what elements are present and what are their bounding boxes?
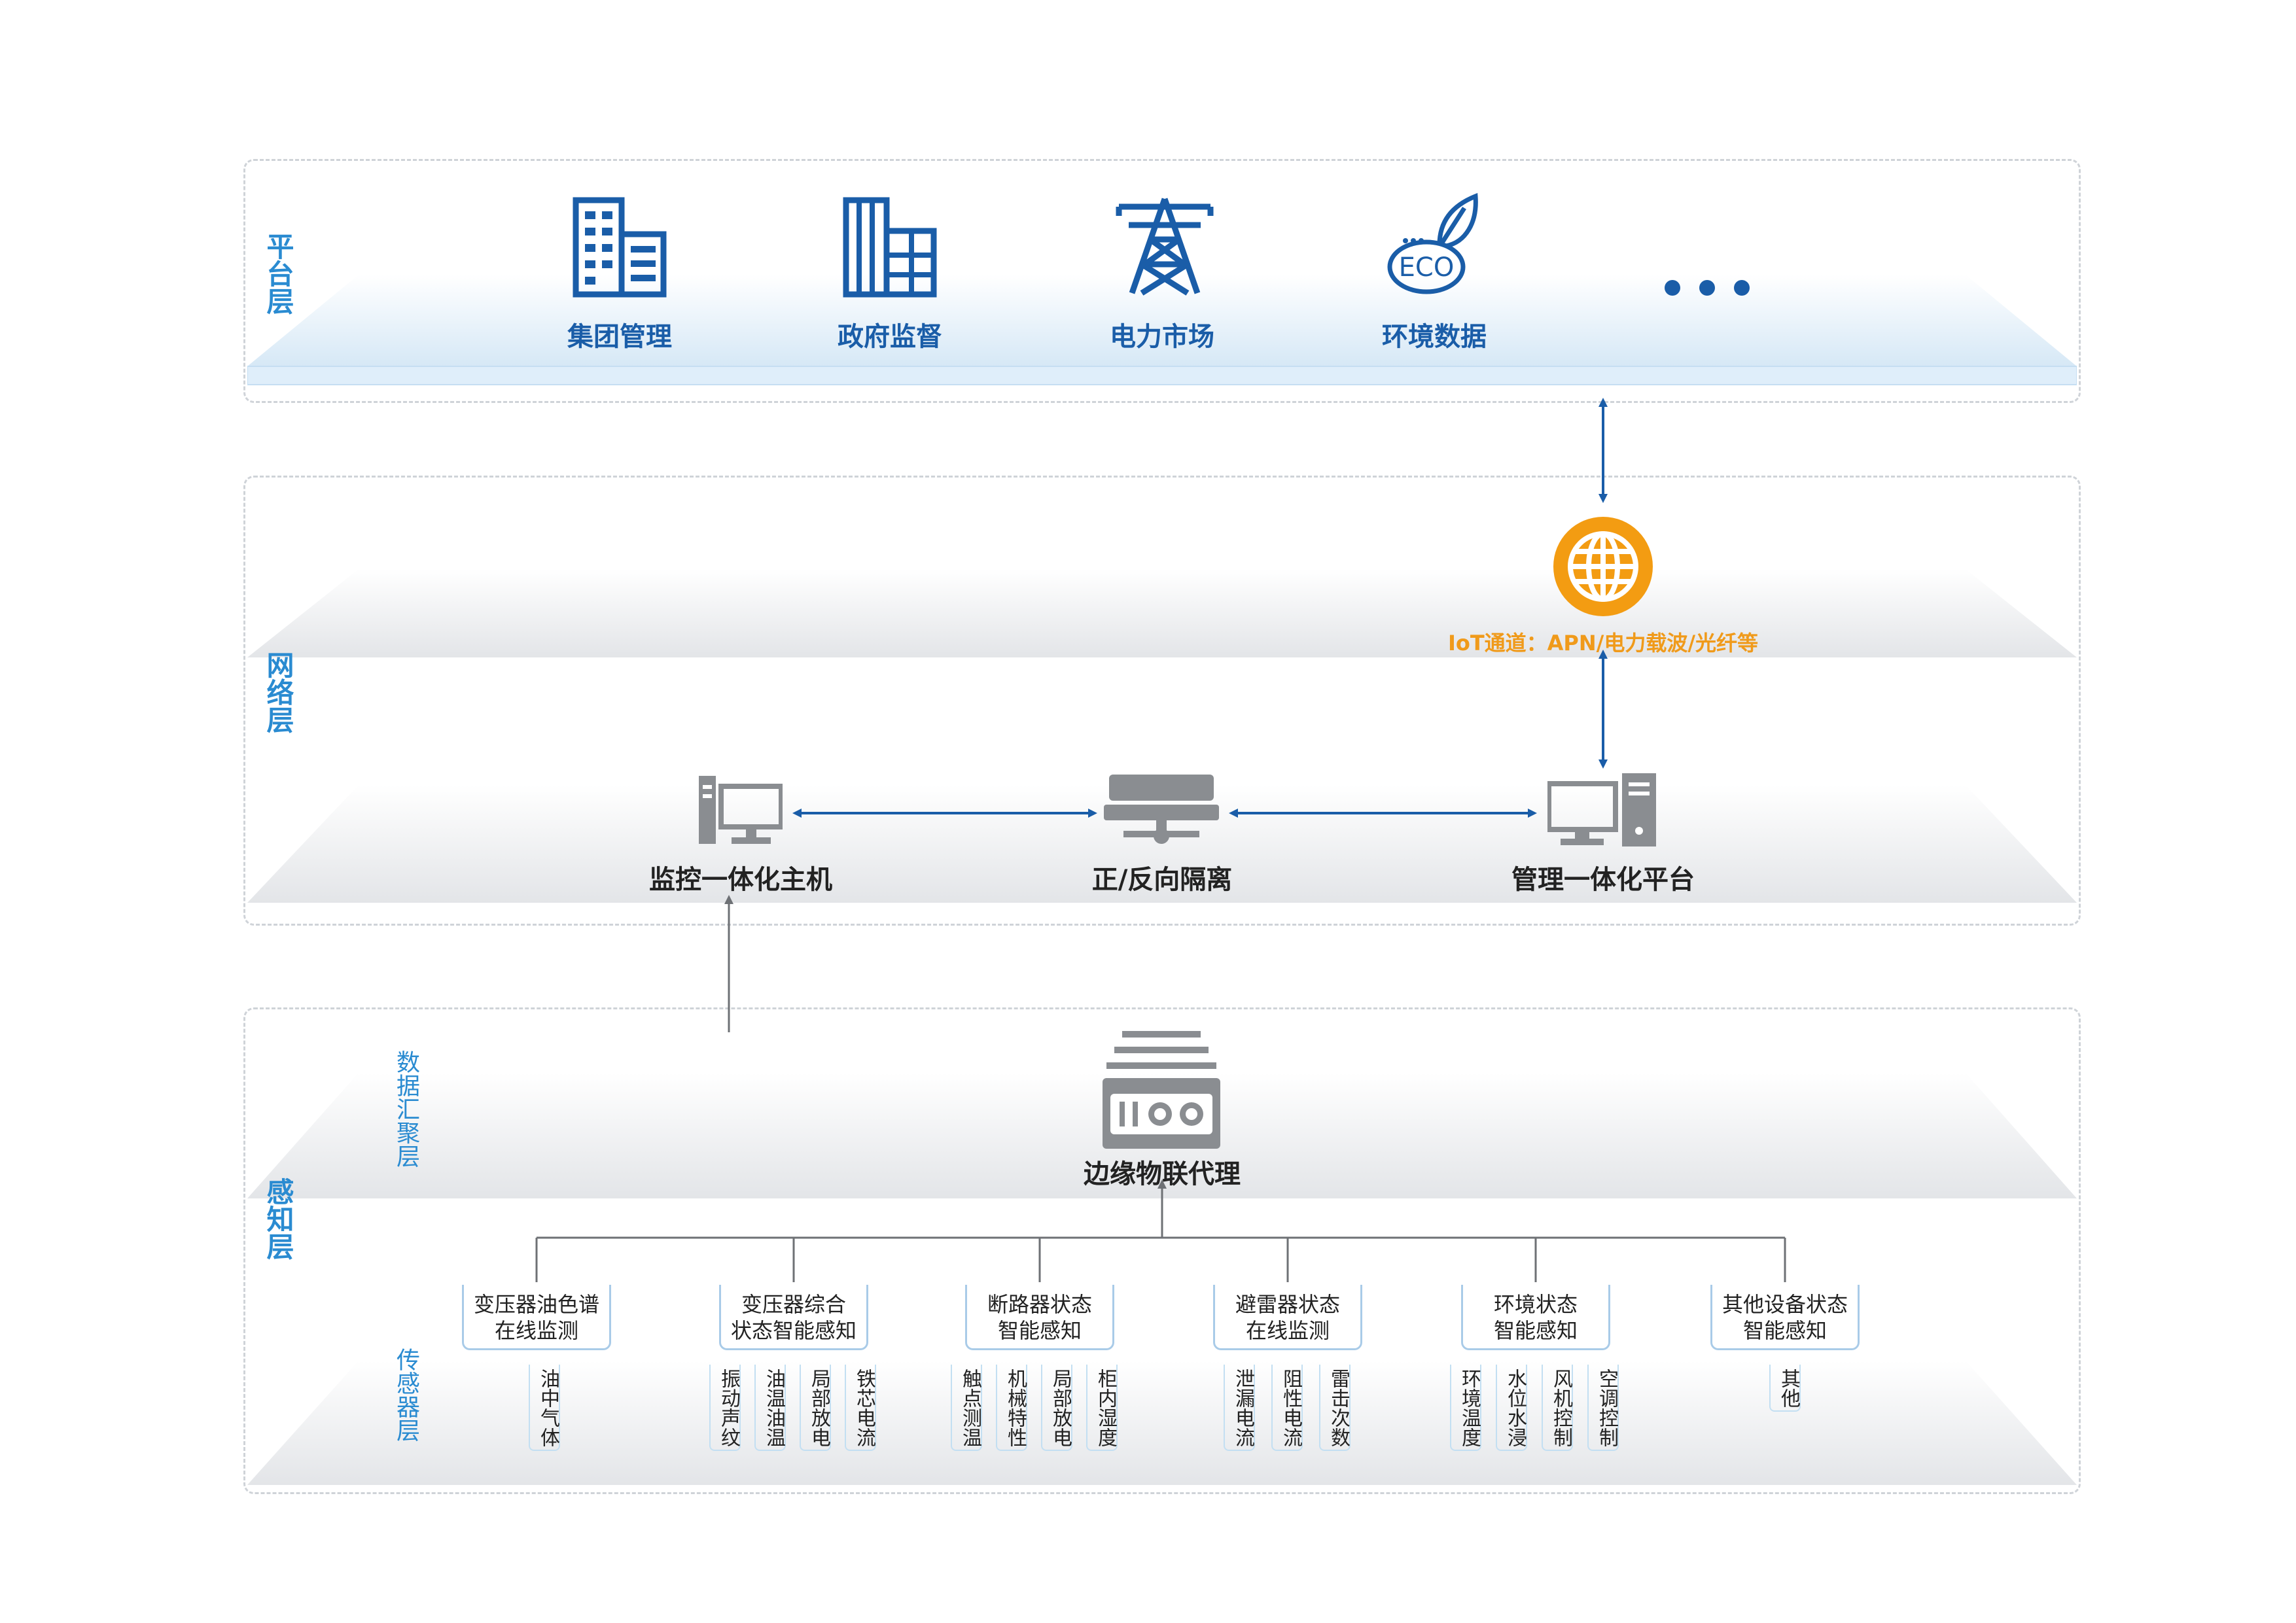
- platform-layer-frame: [243, 159, 2081, 403]
- perception-layer-frame: [243, 1007, 2081, 1494]
- sensor-item: 机械特性: [996, 1365, 1027, 1451]
- sensor-item: 铁芯电流: [845, 1365, 876, 1451]
- platform-item-label: 政府监督: [838, 322, 942, 352]
- desktop-computer-icon: [699, 776, 783, 844]
- edge-agent-icon: [1103, 1031, 1220, 1149]
- network-node-label: 正/反向隔离: [1091, 865, 1233, 895]
- sensor-group-title: 环境状态: [1493, 1292, 1578, 1317]
- sensor-group-title: 变压器综合: [741, 1292, 846, 1317]
- sensor-item: 空调控制: [1587, 1365, 1619, 1451]
- network-layer-frame: [243, 476, 2081, 926]
- sensor-item: 阻性电流: [1271, 1365, 1303, 1451]
- sensor-group-subtitle: 智能感知: [1493, 1318, 1578, 1343]
- sensor-group-title: 避雷器状态: [1235, 1292, 1340, 1317]
- sensor-group-subtitle: 状态智能感知: [730, 1318, 857, 1343]
- sensor-group-box: 环境状态 智能感知: [1461, 1285, 1610, 1350]
- aggregation-sublayer-label: 数据汇聚层: [393, 1050, 419, 1168]
- sensor-item: 油中气体: [529, 1365, 560, 1451]
- network-layer-label: 网络层: [262, 651, 294, 733]
- sensor-group-title: 断路器状态: [987, 1292, 1092, 1317]
- platform-layer-floor: [247, 275, 2077, 385]
- sensor-item: 局部放电: [800, 1365, 831, 1451]
- sensor-group-box: 其他设备状态 智能感知: [1710, 1285, 1860, 1350]
- sensor-item: 油温油温: [754, 1365, 786, 1451]
- sensor-group-box: 断路器状态 智能感知: [965, 1285, 1114, 1350]
- sensor-item: 雷击次数: [1319, 1365, 1351, 1451]
- isolation-device-icon: [1104, 775, 1219, 844]
- sensor-group-subtitle: 智能感知: [997, 1318, 1082, 1343]
- network-node-label: 监控一体化主机: [649, 865, 832, 895]
- sensor-group-subtitle: 在线监测: [1245, 1318, 1330, 1343]
- sensor-item: 柜内湿度: [1086, 1365, 1118, 1451]
- office-building-icon: [573, 197, 667, 298]
- eco-leaf-icon: ECO: [1387, 192, 1478, 294]
- sensor-item: 局部放电: [1041, 1365, 1072, 1451]
- sensor-group-box: 变压器综合 状态智能感知: [719, 1285, 868, 1350]
- sensor-item: 环境温度: [1450, 1365, 1481, 1451]
- network-node-label: 管理一体化平台: [1511, 865, 1695, 895]
- sensor-item: 泄漏电流: [1224, 1365, 1255, 1451]
- sensor-item: 水位水浸: [1496, 1365, 1527, 1451]
- platform-item-label: 集团管理: [567, 322, 672, 352]
- more-items-icon: [1665, 280, 1750, 296]
- sensor-group-title: 其他设备状态: [1722, 1292, 1848, 1317]
- sensor-group-subtitle: 智能感知: [1742, 1318, 1827, 1343]
- power-tower-icon: [1116, 198, 1214, 296]
- sensor-group-box: 避雷器状态 在线监测: [1213, 1285, 1362, 1350]
- sensor-item: 振动声纹: [709, 1365, 741, 1451]
- sensor-item: 风机控制: [1542, 1365, 1573, 1451]
- city-building-icon: [843, 197, 937, 298]
- sensor-item: 触点测温: [951, 1365, 982, 1451]
- svg-text:ECO: ECO: [1399, 253, 1455, 283]
- sensor-item: 其他: [1769, 1365, 1801, 1412]
- globe-icon: [1553, 517, 1653, 616]
- platform-item-label: 环境数据: [1382, 322, 1487, 352]
- sensor-group-subtitle: 在线监测: [494, 1318, 578, 1343]
- platform-item-label: 电力市场: [1110, 322, 1214, 352]
- platform-layer-label: 平台层: [262, 232, 294, 315]
- perception-layer-label: 感知层: [262, 1178, 294, 1260]
- sensor-sublayer-label: 传感器层: [393, 1348, 419, 1442]
- workstation-icon: [1547, 773, 1656, 846]
- sensor-group-box: 变压器油色谱 在线监测: [462, 1285, 611, 1350]
- sensor-group-title: 变压器油色谱: [473, 1292, 599, 1317]
